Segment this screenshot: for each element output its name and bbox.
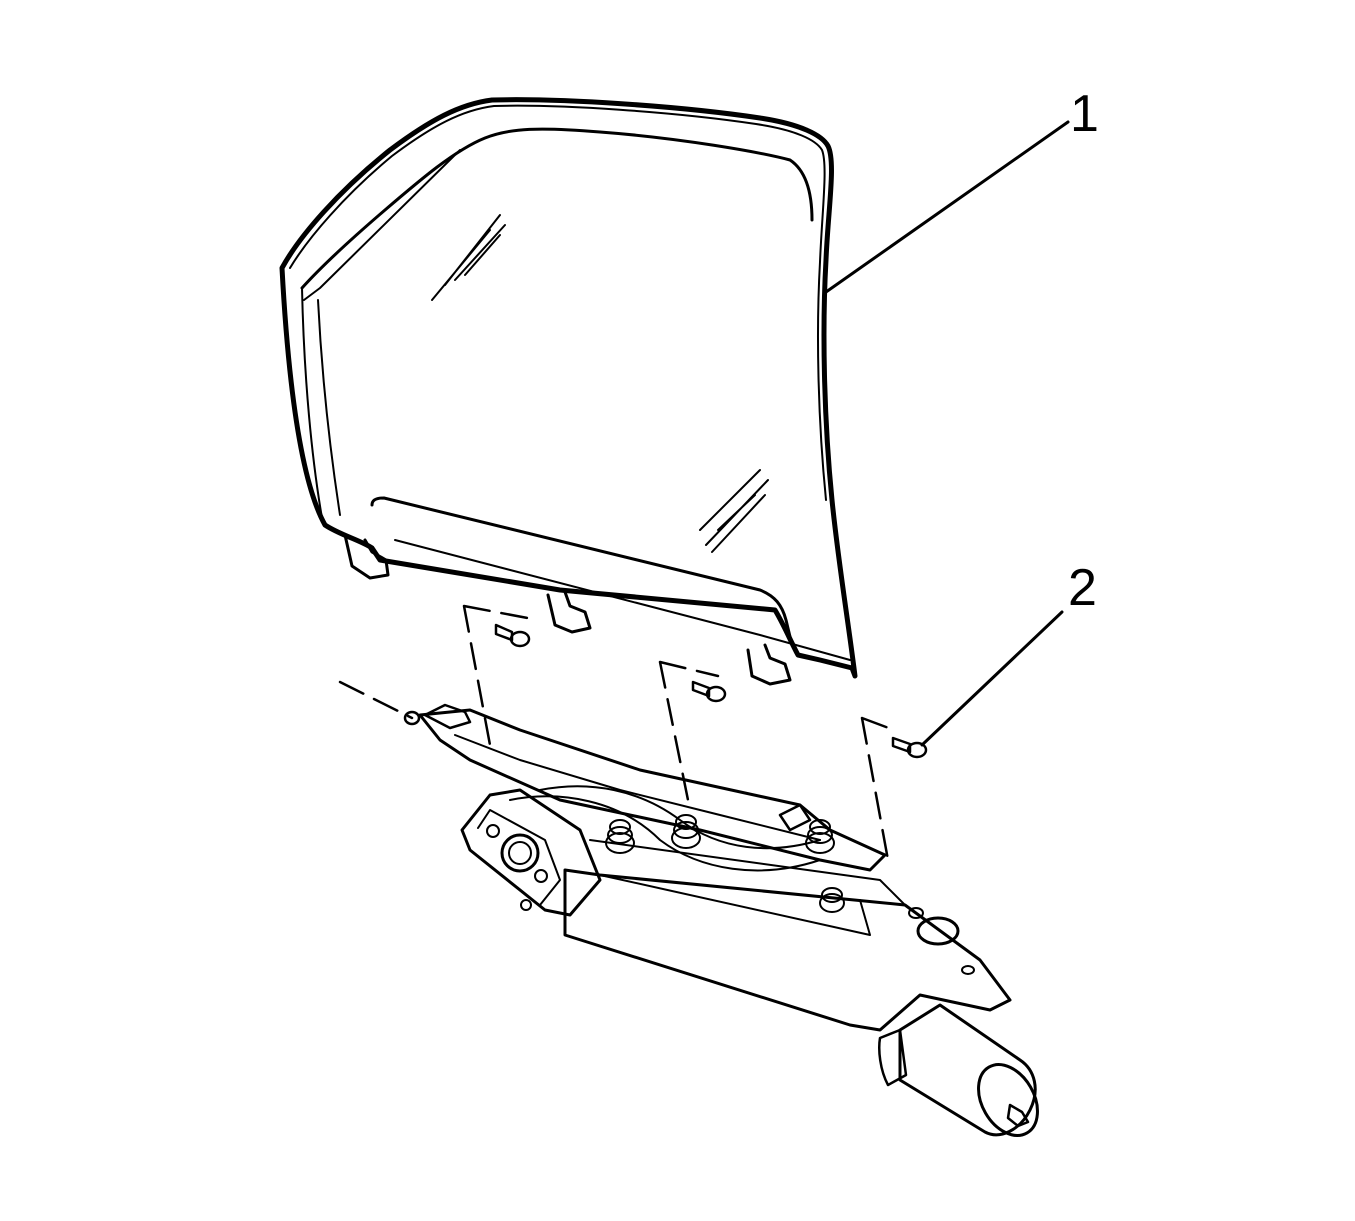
regulator-spring-3: [805, 819, 835, 854]
bolt-left: [494, 623, 531, 648]
motor-mount: [878, 1028, 908, 1087]
regulator-spring-4: [819, 887, 845, 913]
bolt-far-left: [403, 710, 421, 726]
window-regulator: [418, 703, 1012, 1032]
glass-glare-top: [431, 214, 506, 301]
callout-label-1: 1: [1070, 85, 1099, 143]
callout-leader-2: [920, 610, 1064, 747]
glass-inner-frame-2: [303, 149, 461, 301]
regulator-lift-plate-inner: [454, 734, 821, 841]
motor-end-cap: [977, 1063, 1039, 1137]
regulator-pulley-inner: [508, 841, 532, 865]
alignment-lines: [338, 604, 896, 862]
regulator-rail-hole-3: [961, 965, 975, 975]
glass-left-edge-2: [317, 299, 341, 516]
motor-body: [898, 1003, 1037, 1137]
glass-inner-frame: [300, 127, 814, 290]
regulator-rail-hole-2: [908, 907, 924, 919]
regulator-cable-guide: [509, 795, 821, 872]
glass-left-edge: [301, 287, 323, 519]
glass-bottom-channel-lower: [394, 539, 851, 661]
alignment-line-middle: [658, 660, 720, 802]
regulator-rail: [563, 868, 1012, 1032]
regulator-pulley-housing: [460, 788, 602, 917]
callout-leader-1: [824, 120, 1070, 294]
bolt-right: [891, 736, 928, 759]
window-glass: [279, 97, 858, 686]
callout-leaders: [824, 120, 1070, 747]
regulator-rail-inner: [599, 874, 871, 936]
glass-clip-right: [746, 643, 792, 686]
glass-clip-left: [343, 533, 390, 580]
alignment-line-far-left: [338, 680, 414, 720]
glass-outer-edge-inner: [289, 104, 827, 501]
regulator-fastener-2: [534, 869, 548, 883]
regulator-fastener-1: [486, 824, 500, 838]
glass-clip-middle: [546, 590, 592, 634]
glass-glare-bottom: [699, 469, 769, 553]
regulator-pulley-housing-face: [477, 809, 561, 906]
glass-bottom-channel: [370, 496, 794, 647]
regulator-pivot-rod: [778, 803, 812, 832]
regulator-end-bracket: [423, 703, 472, 730]
bolts: [403, 623, 928, 759]
regulator-pulley: [500, 833, 540, 873]
bolt-middle: [691, 680, 727, 703]
regulator-spring-2: [671, 814, 701, 849]
regulator-fastener-3: [520, 899, 532, 911]
regulator-rail-top: [589, 839, 906, 906]
alignment-line-left: [462, 604, 540, 747]
alignment-line-right: [860, 716, 896, 862]
regulator-cable-guide-2: [539, 785, 821, 850]
glass-outer-edge: [279, 97, 858, 679]
regulator-lift-plate: [418, 708, 887, 872]
motor-shaft: [1006, 1103, 1030, 1128]
regulator-rail-hole-1: [916, 916, 960, 946]
regulator-motor: [878, 1003, 1039, 1137]
regulator-spring-1: [605, 819, 635, 854]
callout-label-2: 2: [1068, 559, 1097, 617]
